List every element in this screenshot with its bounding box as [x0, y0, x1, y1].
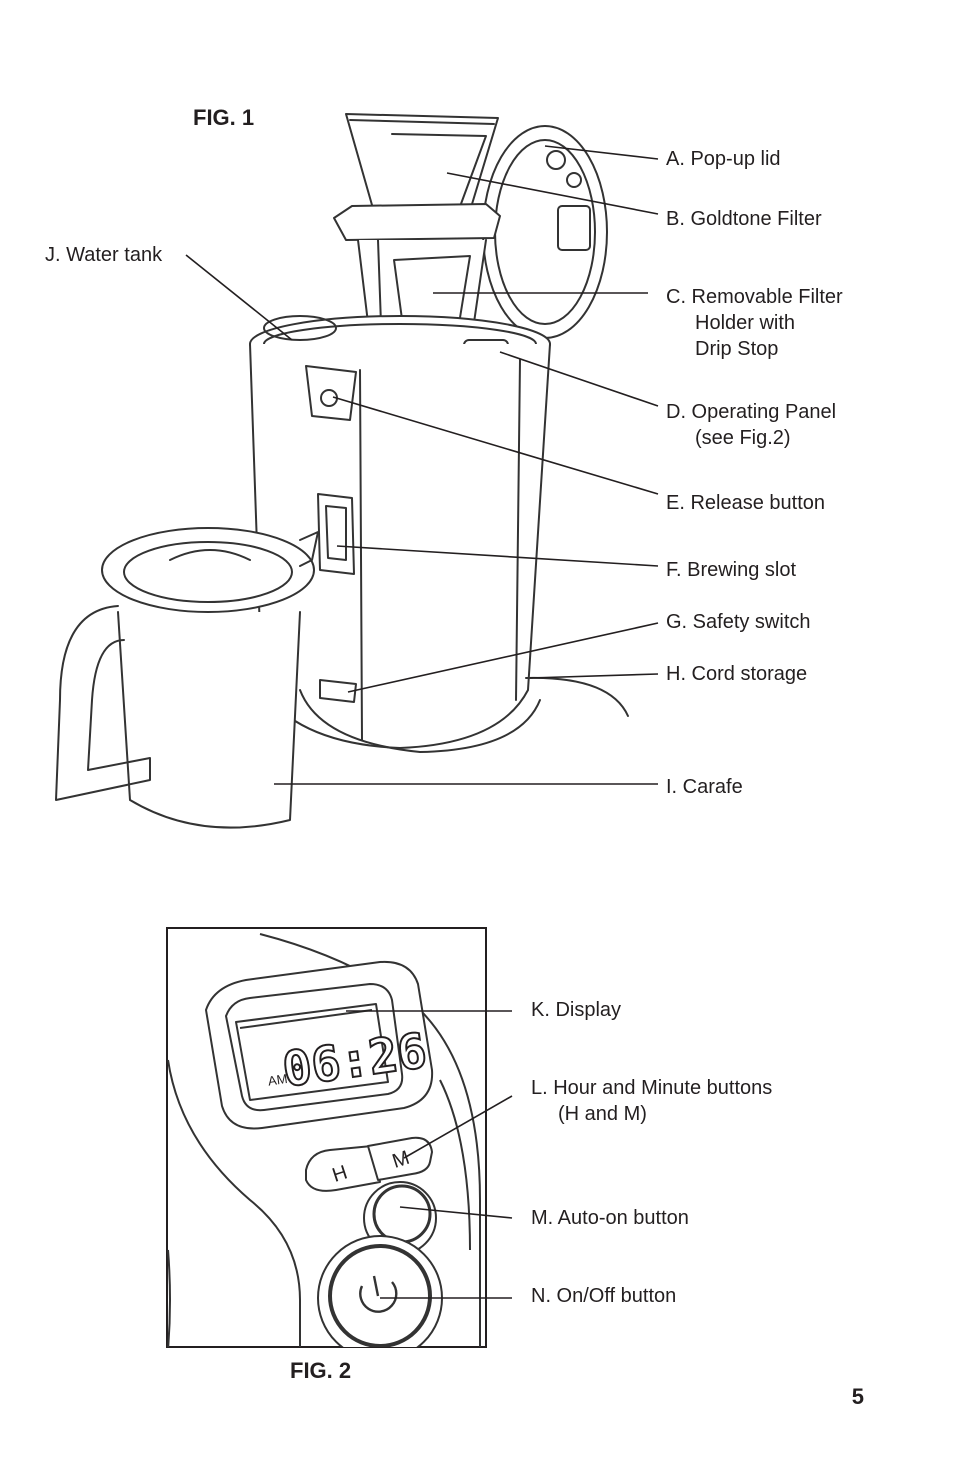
- minute-button-shape: [367, 1136, 433, 1181]
- label-c-line3: Drip Stop: [695, 338, 779, 360]
- leader-line-f: [336, 545, 659, 567]
- leader-line-d: [499, 351, 659, 407]
- label-safety-switch: G. Safety switch: [666, 611, 811, 633]
- safety-switch-shape: [319, 679, 357, 703]
- label-release-button: E. Release button: [666, 492, 825, 514]
- carafe-body: [117, 611, 301, 829]
- leader-line-g: [347, 622, 659, 693]
- label-d-line1: D. Operating Panel: [666, 401, 837, 423]
- page-number: 5: [851, 1384, 864, 1409]
- leader-line-h: [529, 673, 659, 679]
- minute-button-letter: M: [390, 1147, 413, 1173]
- leader-line-a: [544, 145, 659, 160]
- label-brewing-slot: F. Brewing slot: [666, 559, 797, 581]
- leader-line-b: [446, 172, 659, 215]
- label-c-line1: C. Removable Filter: [666, 286, 843, 308]
- label-pop-up-lid: A. Pop-up lid: [666, 148, 781, 170]
- fig1-title: FIG. 1: [193, 105, 255, 130]
- label-water-tank: J. Water tank: [45, 244, 163, 266]
- display-period-text: AM: [267, 1071, 288, 1089]
- label-goldtone-filter: B. Goldtone Filter: [666, 208, 822, 230]
- carafe-handle: [55, 605, 151, 801]
- label-carafe: I. Carafe: [666, 776, 743, 798]
- fig2-title: FIG. 2: [290, 1358, 352, 1383]
- label-l-line2: (H and M): [558, 1103, 647, 1125]
- label-cord-storage: H. Cord storage: [666, 663, 808, 685]
- leader-line-j: [185, 254, 293, 341]
- label-operating-panel: D. Operating Panel (see Fig.2): [666, 399, 836, 451]
- label-c-line2: Holder with: [695, 312, 796, 334]
- label-l-line1: L. Hour and Minute buttons: [531, 1077, 773, 1099]
- fig1-leader-lines: [185, 145, 659, 785]
- label-on-off-button: N. On/Off button: [531, 1285, 677, 1307]
- label-auto-on-button: M. Auto-on button: [531, 1207, 689, 1229]
- leader-line-e: [332, 396, 659, 495]
- coffee-maker-illustration: [55, 113, 629, 829]
- label-hour-minute-buttons: L. Hour and Minute buttons (H and M): [531, 1075, 772, 1127]
- label-d-line2: (see Fig.2): [695, 427, 791, 449]
- leader-line-l: [403, 1095, 513, 1159]
- filter-holder-shape: [333, 203, 501, 241]
- label-display: K. Display: [531, 999, 622, 1021]
- hour-button-shape: [305, 1145, 381, 1192]
- leader-line-m: [399, 1206, 513, 1219]
- display-screen: [235, 1003, 389, 1101]
- label-removable-filter-holder: C. Removable Filter Holder with Drip Sto…: [666, 284, 843, 362]
- hour-button-letter: H: [330, 1161, 351, 1186]
